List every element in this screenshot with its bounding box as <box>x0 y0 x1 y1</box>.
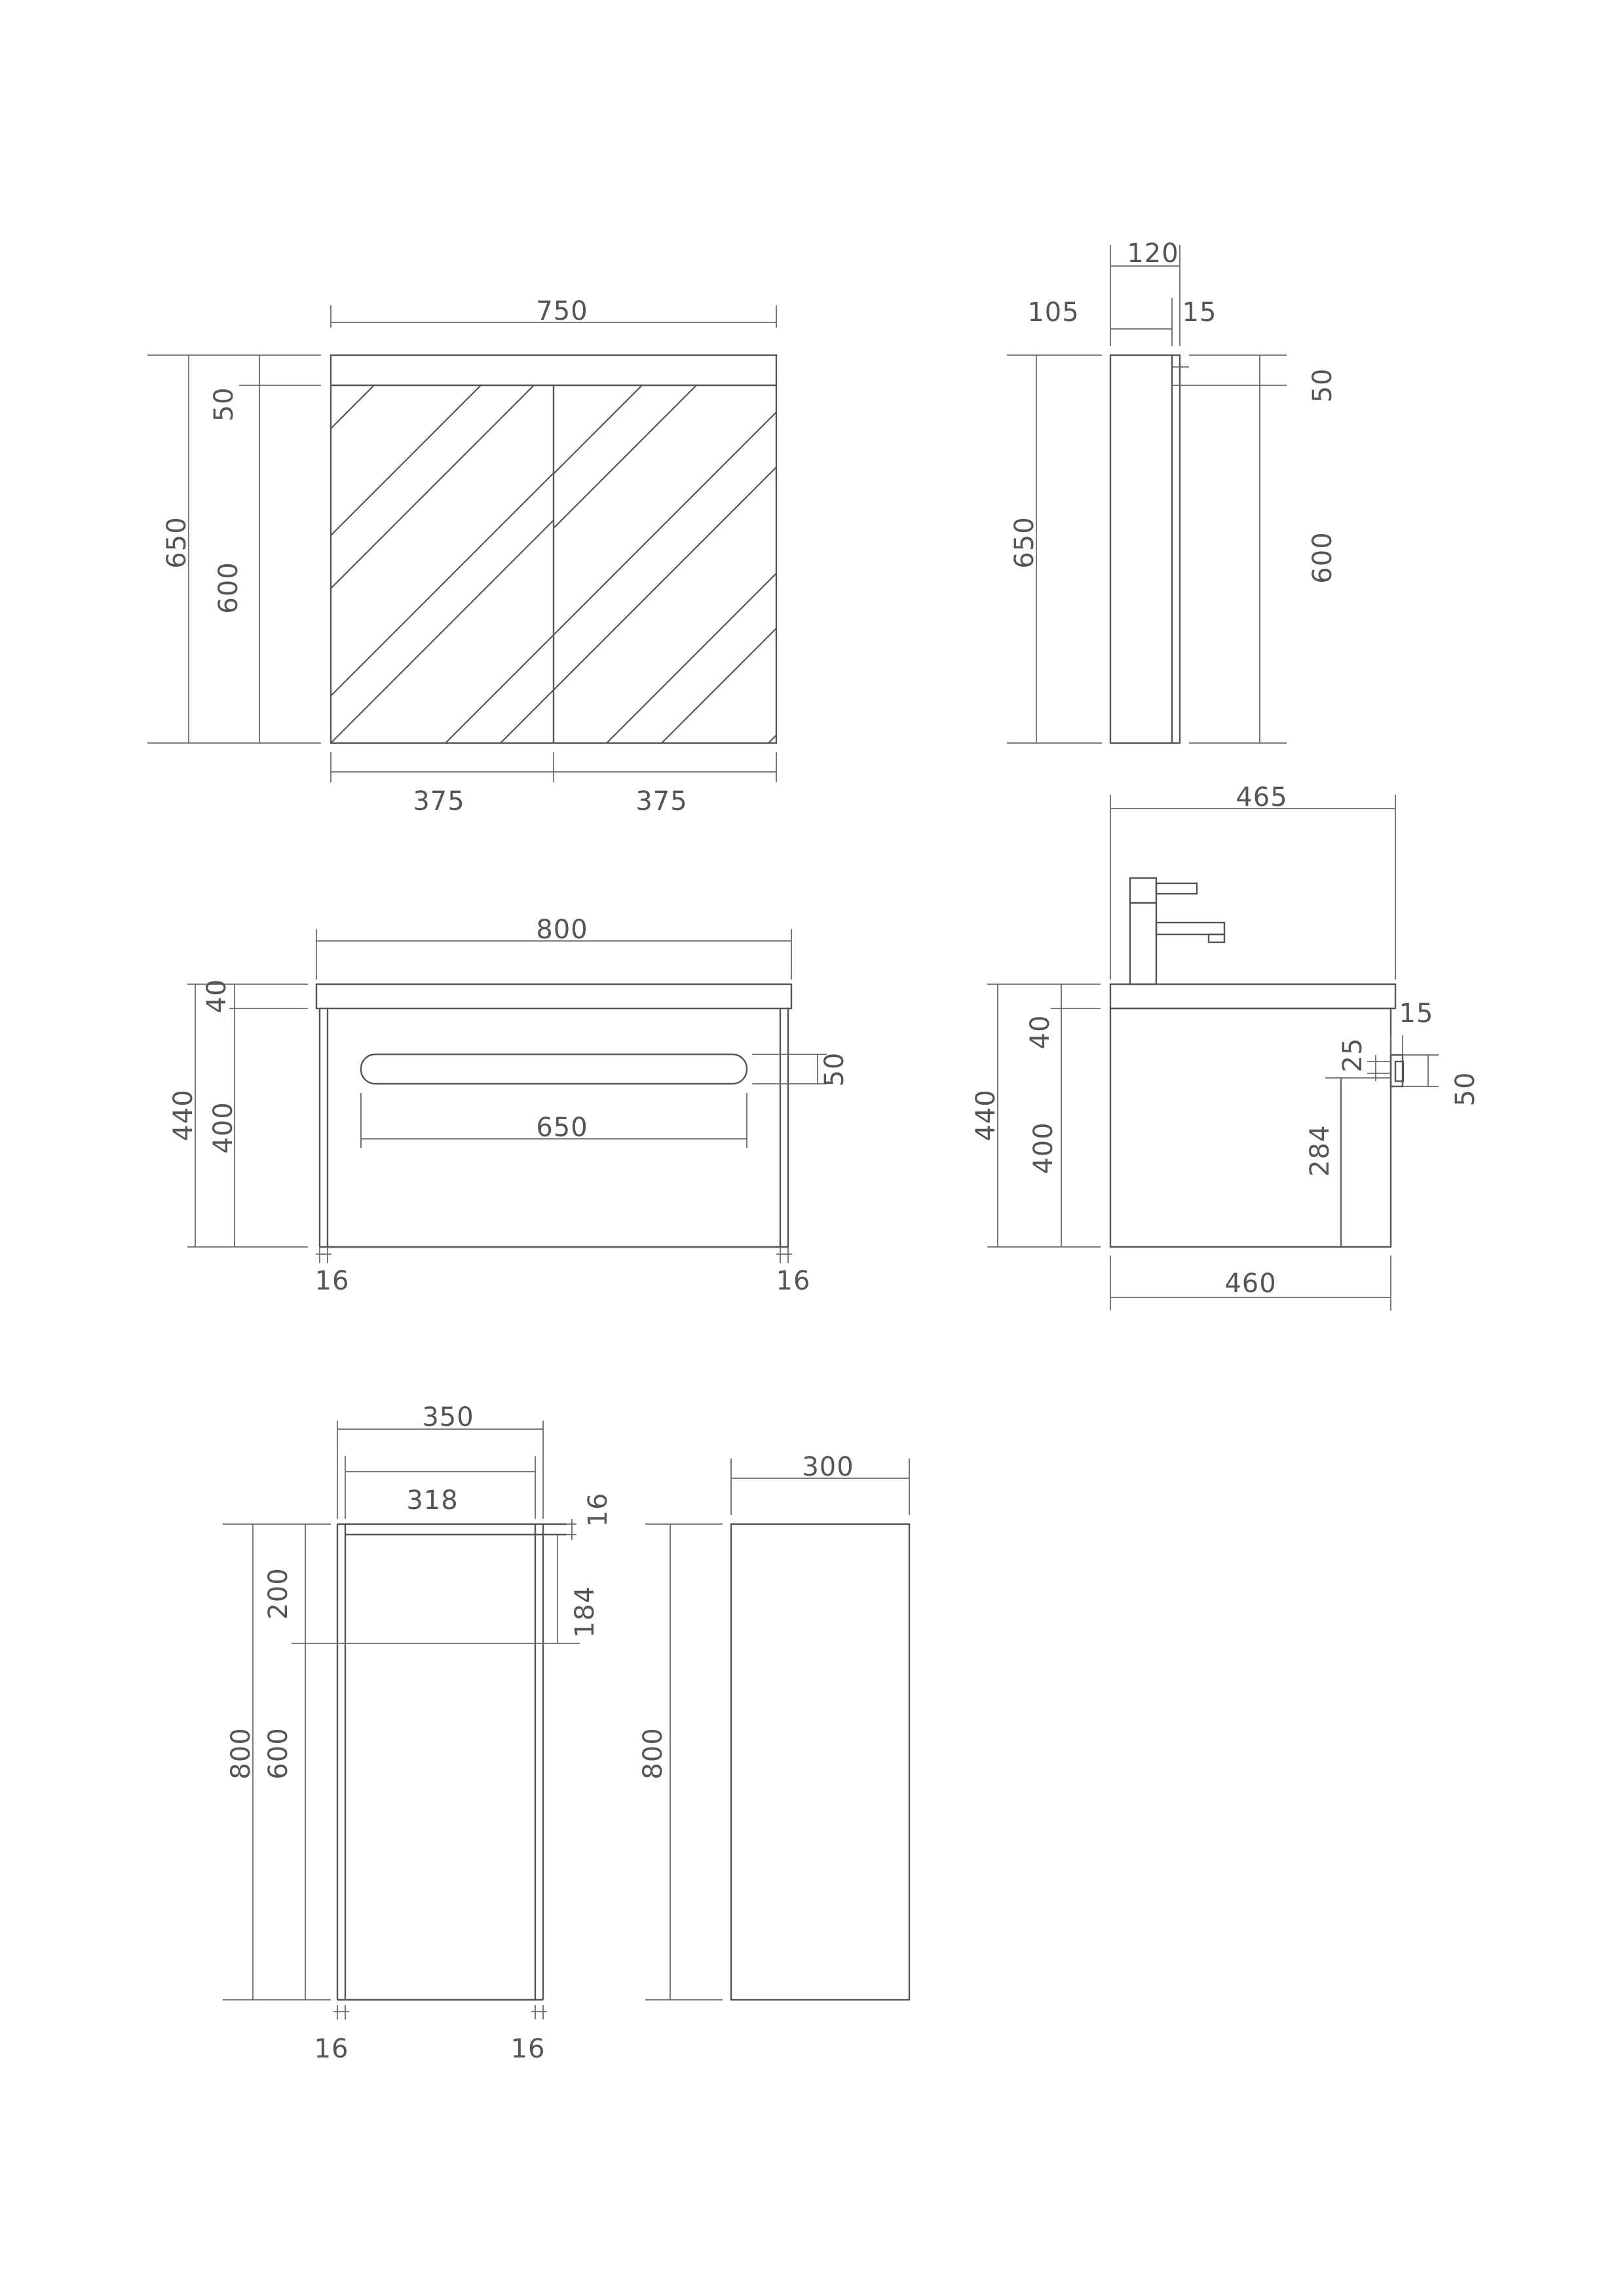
tall-cabinet-side-view: 300 800 <box>638 1452 911 2001</box>
tall-cabinet-front-view: 350 318 16 200 184 800 600 16 16 <box>223 1402 613 2064</box>
dim-top-thickness: 16 <box>583 1493 613 1527</box>
dim-handle-size: 25 <box>1338 1038 1368 1073</box>
dim-handle-width: 650 <box>536 1113 588 1143</box>
dim-height: 440 <box>971 1089 1001 1141</box>
dim-left-door: 375 <box>413 786 464 816</box>
vanity-side-view: 465 440 40 400 15 25 50 284 460 <box>971 782 1481 1311</box>
dim-lower-height: 600 <box>263 1727 293 1779</box>
dim-height: 800 <box>226 1727 256 1779</box>
vanity-front-view: 800 440 40 400 650 50 16 16 <box>168 915 850 1296</box>
dim-handle-height: 50 <box>820 1052 850 1087</box>
dim-handle-offset: 15 <box>1399 999 1434 1029</box>
dim-top-band: 50 <box>1308 368 1338 403</box>
dim-body-height: 400 <box>208 1101 238 1153</box>
dim-height: 800 <box>638 1727 668 1779</box>
dim-upper-inner: 184 <box>570 1586 600 1637</box>
mirror-cabinet-side-view: 120 105 15 650 50 600 <box>1007 239 1338 744</box>
dim-top-thickness: 40 <box>202 979 232 1014</box>
dim-width: 750 <box>536 296 588 326</box>
dim-depth: 465 <box>1236 782 1287 813</box>
mirror-cabinet-front-view: 750 650 50 600 375 375 <box>147 296 778 816</box>
faucet-icon <box>1129 877 1226 985</box>
dim-height: 650 <box>162 516 192 568</box>
dim-width: 350 <box>422 1402 474 1432</box>
dim-door-thickness: 15 <box>1182 297 1217 328</box>
dim-panel-height: 600 <box>1308 531 1338 583</box>
dim-depth: 120 <box>1127 239 1179 269</box>
drawer-handle <box>360 1053 748 1085</box>
dim-body-height: 400 <box>1029 1122 1059 1174</box>
dim-top-thickness: 40 <box>1025 1015 1055 1050</box>
dim-body-depth: 460 <box>1224 1269 1276 1299</box>
dim-width: 800 <box>536 915 588 945</box>
dim-handle-height: 50 <box>1450 1072 1481 1107</box>
dim-height: 440 <box>168 1089 198 1141</box>
dim-left-leg: 16 <box>315 1266 350 1296</box>
dim-upper-height: 200 <box>263 1567 293 1619</box>
dim-body-depth: 105 <box>1027 297 1079 328</box>
dim-inner-width: 318 <box>406 1485 458 1516</box>
dim-right-leg: 16 <box>776 1266 811 1296</box>
dim-left-panel: 16 <box>314 2034 349 2064</box>
dim-right-panel: 16 <box>511 2034 546 2064</box>
dim-top-band: 50 <box>209 387 239 422</box>
dim-right-door: 375 <box>635 786 687 816</box>
dim-height: 650 <box>1010 516 1040 568</box>
dim-depth: 300 <box>802 1452 854 1482</box>
side-handle <box>1389 1054 1405 1088</box>
dim-panel-height: 600 <box>214 562 244 613</box>
mirror-reflection-hatch <box>330 385 777 744</box>
dim-handle-position: 284 <box>1305 1124 1335 1176</box>
